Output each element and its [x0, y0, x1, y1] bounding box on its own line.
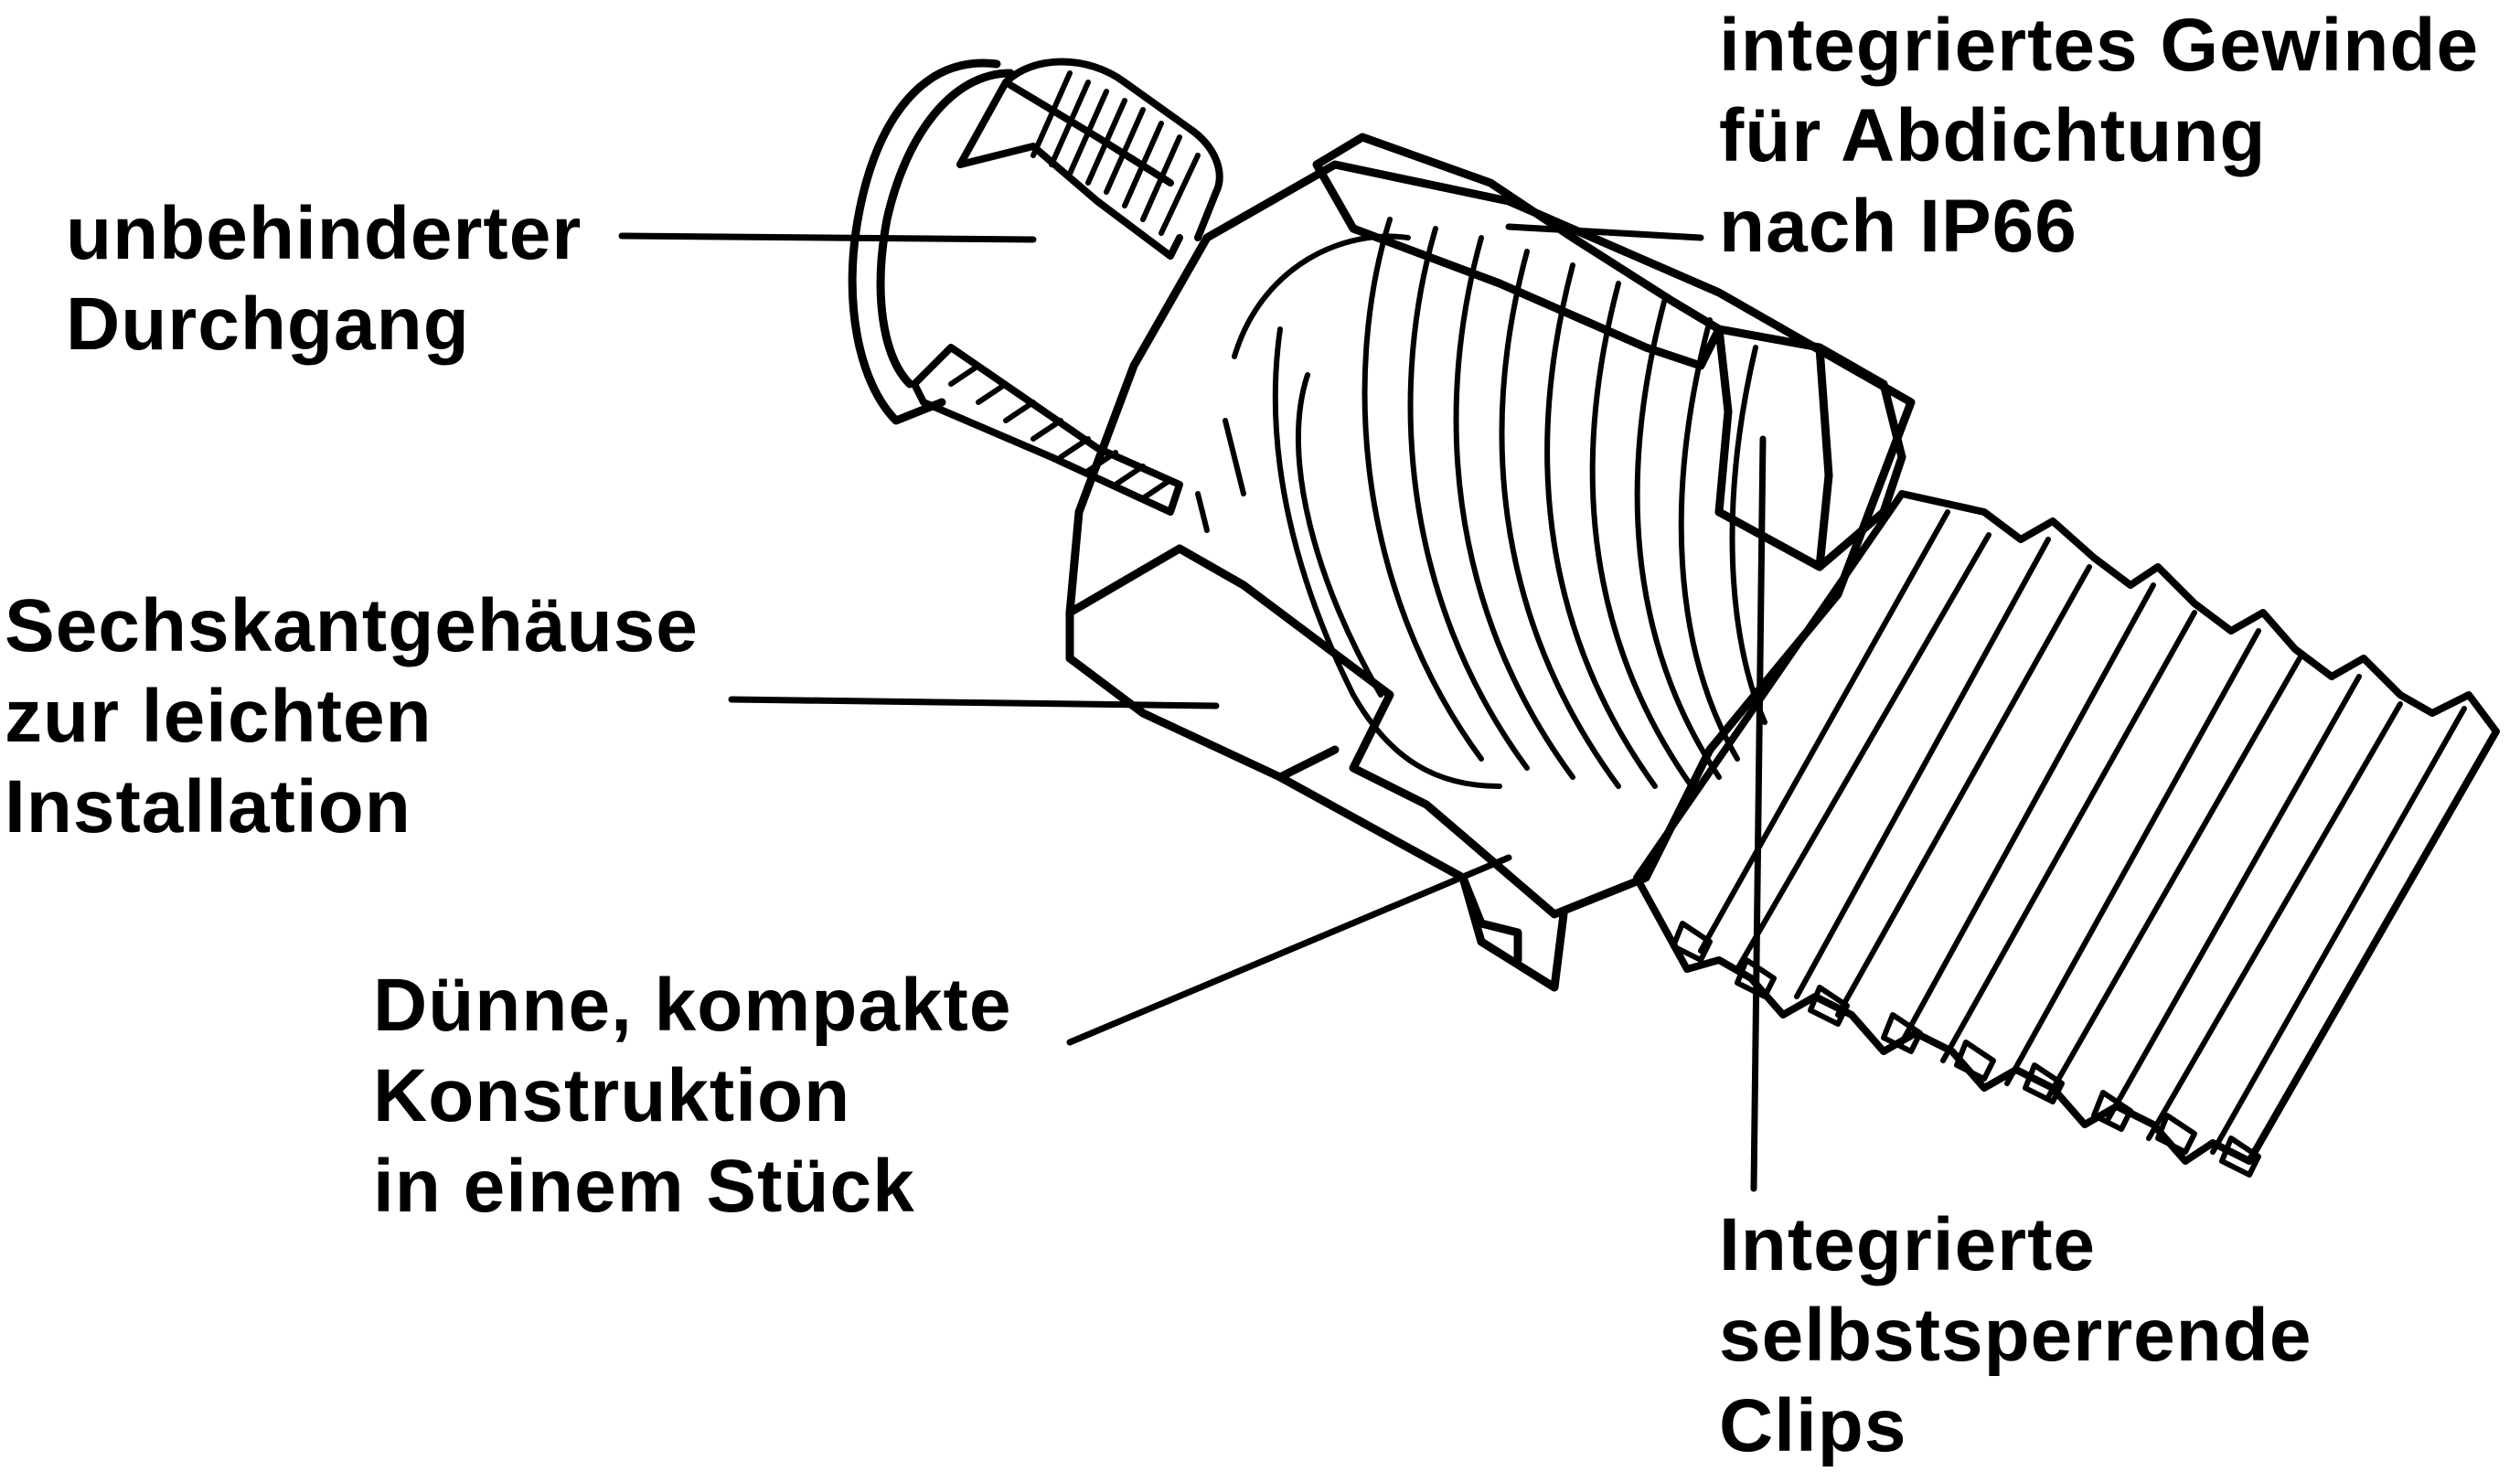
label-line: Integrierte — [1719, 1203, 2096, 1286]
label-hex-housing: Sechskantgehäuse zur leichten Installati… — [5, 581, 699, 852]
label-line: Konstruktion — [373, 1054, 851, 1137]
label-line: Dünne, kompakte — [373, 964, 1012, 1047]
label-line: integriertes Gewinde — [1719, 4, 2480, 87]
leader-gewinde — [1505, 223, 1704, 241]
leader-konstruktion — [1066, 854, 1512, 1046]
label-line: für Abdichtung — [1719, 94, 2267, 177]
label-unobstructed-passage: unbehinderter Durchgang — [66, 188, 582, 369]
leader-lines — [618, 223, 1767, 1192]
threaded-sleeve — [911, 58, 1223, 516]
label-line: Clips — [1719, 1384, 1907, 1467]
leader-clips — [1750, 435, 1767, 1192]
threaded-body — [1195, 217, 1767, 789]
label-line: nach IP66 — [1719, 185, 2077, 268]
label-line: selbstsperrende — [1719, 1294, 2312, 1377]
label-line: unbehinderter — [66, 192, 582, 275]
label-compact-construction: Dünne, kompakte Konstruktion in einem St… — [373, 960, 1011, 1232]
label-line: Durchgang — [66, 283, 470, 366]
label-self-locking-clips: Integrierte selbstsperrende Clips — [1719, 1200, 2312, 1471]
corrugated-conduit — [1633, 490, 2500, 1178]
hex-housing — [1065, 160, 1916, 992]
label-line: Sechskantgehäuse — [5, 584, 699, 667]
leader-sechskant — [728, 696, 1220, 709]
label-line: Installation — [5, 765, 411, 848]
label-integrated-thread: integriertes Gewinde für Abdichtung nach… — [1719, 0, 2479, 272]
label-line: zur leichten — [5, 675, 432, 758]
leader-durchgang — [618, 232, 1037, 243]
label-line: in einem Stück — [373, 1145, 915, 1228]
sealing-collar — [1312, 133, 1906, 571]
front-opening — [848, 59, 1015, 425]
